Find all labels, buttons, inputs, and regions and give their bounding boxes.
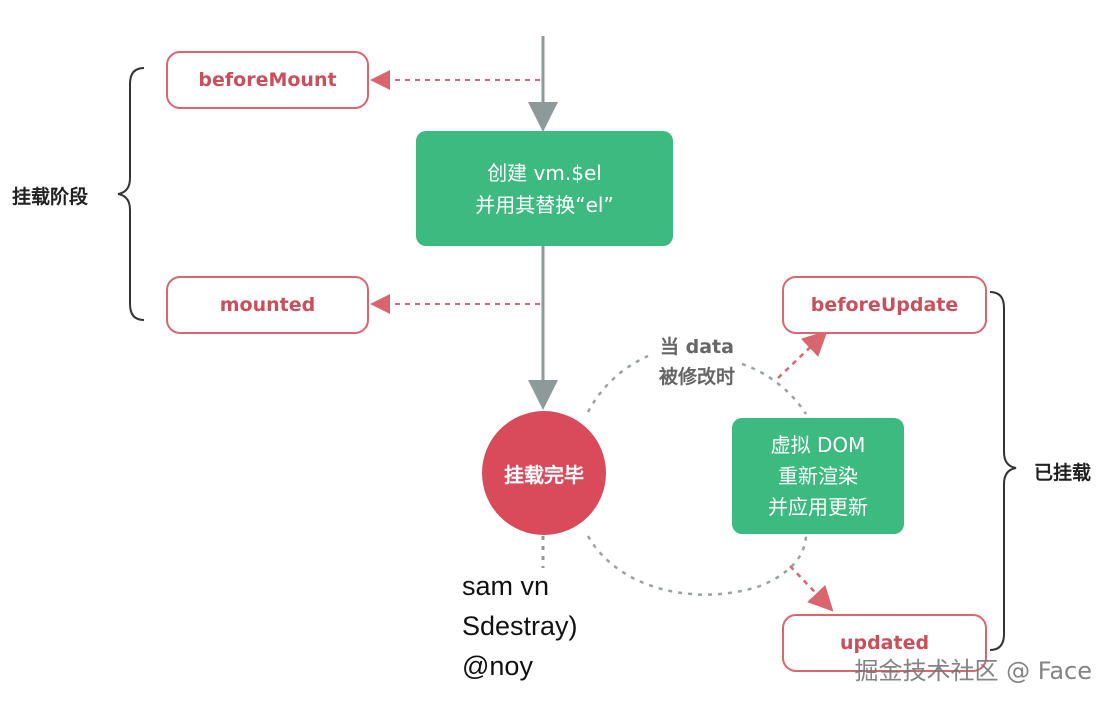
updated-hook: updated (782, 614, 987, 672)
create-box-line1: 创建 vm.$el (487, 160, 602, 185)
overlay-line2: Sdestray) (462, 611, 578, 641)
condition-line2: 被修改时 (658, 366, 735, 388)
before-mount-hook: beforeMount (166, 51, 369, 109)
virtual-dom-rerender-box: 虚拟 DOM 重新渲染 并应用更新 (732, 418, 904, 534)
watermark: 掘金技术社区 @ Face (854, 657, 1092, 685)
mounted-complete-circle: 挂载完毕 (482, 411, 606, 535)
update-loop-arc-top-right (741, 362, 808, 415)
data-changed-condition: 当 data 被修改时 (627, 332, 767, 392)
rerender-line1: 虚拟 DOM (770, 432, 866, 457)
update-loop-arc-bottom (586, 535, 808, 596)
before-update-hook: beforeUpdate (782, 276, 987, 334)
mounted-hook: mounted (166, 276, 369, 334)
arrow-to-beforeupdate (777, 330, 828, 379)
mounted-phase-label: 已挂载 (1034, 462, 1092, 484)
condition-line1: 当 data (660, 336, 734, 358)
create-vm-el-box: 创建 vm.$el 并用其替换“el” (416, 131, 673, 246)
overlay-text: sam vn Sdestray) @noy (462, 566, 578, 686)
mounted-phase-brace (989, 291, 1017, 651)
create-box-line2: 并用其替换“el” (475, 192, 614, 217)
rerender-line3: 并应用更新 (768, 494, 868, 519)
overlay-line3: @noy (462, 651, 533, 681)
overlay-line1: sam vn (462, 571, 550, 601)
mount-phase-brace (117, 67, 145, 321)
rerender-line2: 重新渲染 (778, 463, 858, 488)
update-loop-arc-top (586, 354, 649, 413)
mount-phase-label: 挂载阶段 (12, 186, 89, 208)
arrow-to-updated (789, 565, 834, 612)
